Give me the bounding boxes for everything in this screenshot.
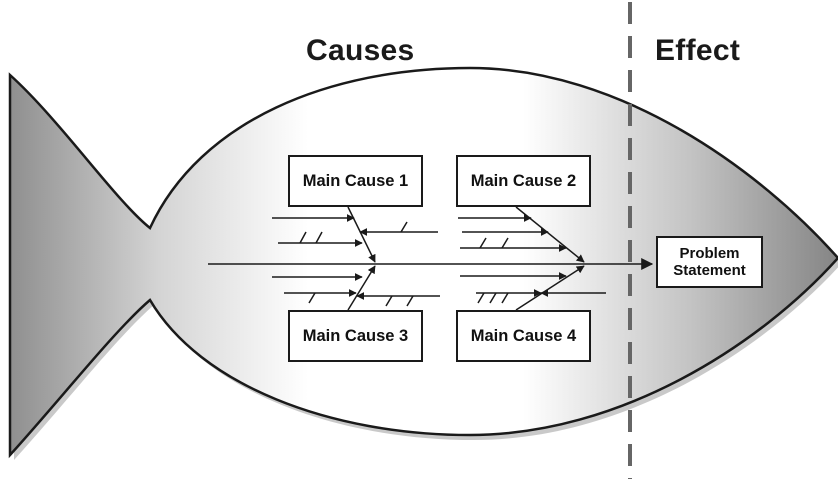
sub-sub-cause <box>400 221 408 233</box>
sub-sub-cause <box>315 231 323 244</box>
branch-main-cause-2 <box>458 206 585 263</box>
problem-statement-line-1: Problem <box>679 245 740 262</box>
main-cause-2-box: Main Cause 2 <box>456 155 591 207</box>
sub-sub-cause <box>406 295 414 307</box>
sub-sub-cause <box>501 237 509 249</box>
main-cause-3-box: Main Cause 3 <box>288 310 423 362</box>
sub-sub-cause <box>385 295 393 307</box>
branch-main-cause-4 <box>460 265 606 311</box>
main-cause-1-box: Main Cause 1 <box>288 155 423 207</box>
sub-sub-cause <box>299 231 307 244</box>
problem-statement-box: Problem Statement <box>656 236 763 288</box>
branch-main-cause-3 <box>272 265 440 311</box>
sub-sub-cause <box>477 292 485 304</box>
main-cause-4-box: Main Cause 4 <box>456 310 591 362</box>
bone-main-cause-3 <box>347 265 376 311</box>
sub-sub-cause <box>308 292 316 304</box>
sub-sub-cause <box>479 237 487 249</box>
sub-sub-cause <box>489 292 497 304</box>
bone-main-cause-4 <box>515 265 585 311</box>
branch-main-cause-1 <box>272 206 438 263</box>
causes-heading: Causes <box>306 34 415 67</box>
problem-statement-line-2: Statement <box>673 262 746 279</box>
sub-sub-cause <box>501 292 509 304</box>
effect-heading: Effect <box>655 34 741 67</box>
